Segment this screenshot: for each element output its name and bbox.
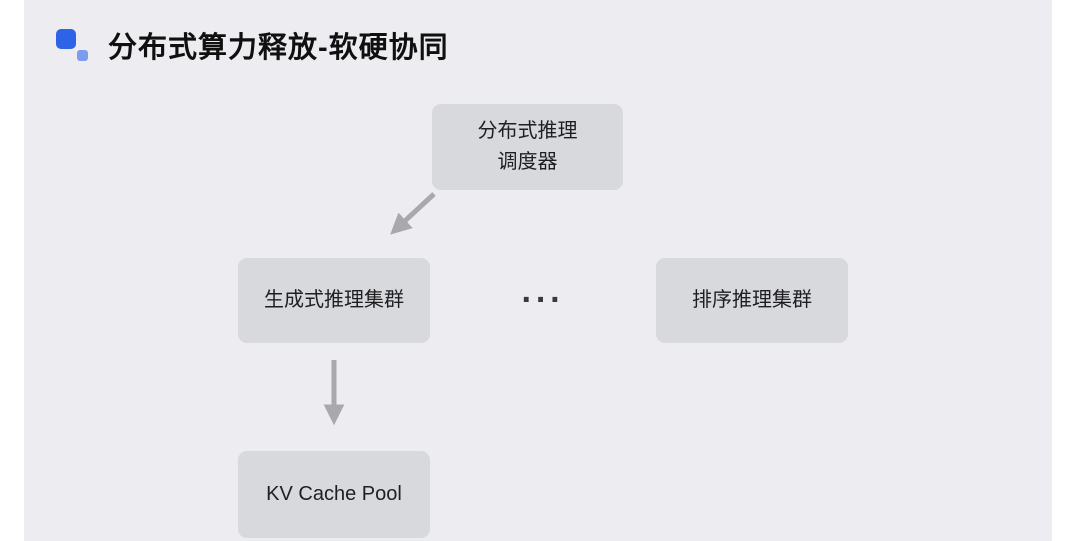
page-title: 分布式算力释放-软硬协同	[108, 32, 449, 64]
slide-header: 分布式算力释放-软硬协同	[56, 24, 449, 66]
arrow-scheduler-to-gen	[390, 192, 436, 235]
node-kv-cache-pool: KV Cache Pool	[238, 451, 430, 538]
node-generative-inference-cluster: 生成式推理集群	[238, 258, 430, 343]
node-label: 生成式推理集群	[264, 289, 404, 311]
node-distributed-inference-scheduler: 分布式推理 调度器	[432, 104, 623, 190]
node-label: KV Cache Pool	[266, 483, 402, 505]
node-label-line: 分布式推理	[477, 120, 578, 142]
node-label-line: 调度器	[497, 151, 558, 173]
node-ranking-inference-cluster: 排序推理集群	[656, 258, 848, 343]
slide-canvas: 分布式算力释放-软硬协同 分布式推理 调度器 生成式推理集群 ··· 排序推理集…	[24, 0, 1052, 541]
brand-logo-icon	[56, 28, 90, 62]
logo-square-dark	[56, 29, 76, 49]
node-label: 排序推理集群	[692, 289, 812, 311]
logo-square-light	[77, 50, 88, 61]
ellipsis-more-clusters: ···	[521, 281, 565, 319]
